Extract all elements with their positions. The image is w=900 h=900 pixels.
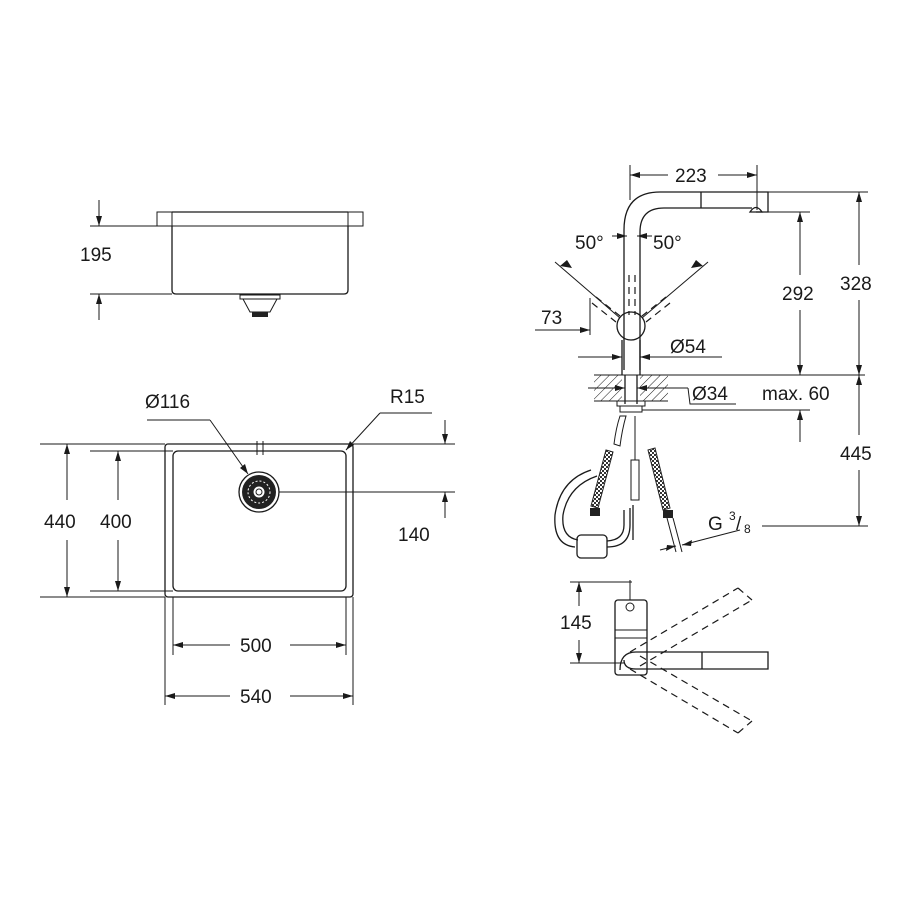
below-deck-length-label: 445 (840, 444, 872, 465)
hole-diameter-label: Ø34 (692, 384, 728, 405)
outlet-height-label: 292 (782, 284, 814, 305)
connection-thread-label: G (708, 514, 723, 535)
sink-top-view: 440 400 140 Ø116 R15 500 (40, 387, 455, 708)
drain-diameter-label: Ø116 (145, 392, 190, 413)
inner-width-label: 500 (240, 636, 272, 657)
supply-hoses (554, 415, 683, 559)
swivel-left-label: 50° (575, 233, 604, 254)
drain-offset-label: 140 (398, 525, 430, 546)
max-deck-thickness-label: max. 60 (762, 384, 830, 405)
faucet-side-view: 50° 50° 73 Ø54 Ø34 (535, 165, 872, 559)
hose-weight (576, 534, 608, 559)
faucet-depth-label: 145 (560, 613, 592, 634)
spout-reach-label: 223 (675, 166, 707, 187)
sink-outer-rim (164, 443, 354, 598)
faucet-top-view: 145 (560, 580, 769, 734)
connection-thread-numerator: 3 (729, 509, 736, 523)
faucet-spout-top (619, 651, 769, 671)
outer-width-label: 540 (240, 687, 272, 708)
swivel-right-label: 50° (653, 233, 682, 254)
outer-height-label: 440 (44, 512, 76, 533)
corner-radius-label: R15 (390, 387, 425, 408)
sink-height-label: 195 (80, 245, 112, 266)
sink-inner-bowl (172, 450, 347, 592)
svg-text:/: / (736, 514, 742, 535)
sink-bowl-profile (171, 226, 349, 295)
countertop-section-left (156, 211, 173, 227)
drain-strainer-icon (238, 471, 280, 513)
connection-thread-denominator: 8 (744, 522, 751, 536)
faucet-spout (623, 191, 769, 370)
countertop-section-right (347, 211, 364, 227)
inner-height-label: 400 (100, 512, 132, 533)
body-diameter-label: Ø54 (670, 337, 706, 358)
drain-outlet-icon (239, 294, 281, 317)
sink-side-view: 195 (80, 200, 364, 320)
lever-offset-label: 73 (541, 308, 562, 329)
faucet-lever-knob (616, 311, 646, 341)
total-height-label: 328 (840, 274, 872, 295)
